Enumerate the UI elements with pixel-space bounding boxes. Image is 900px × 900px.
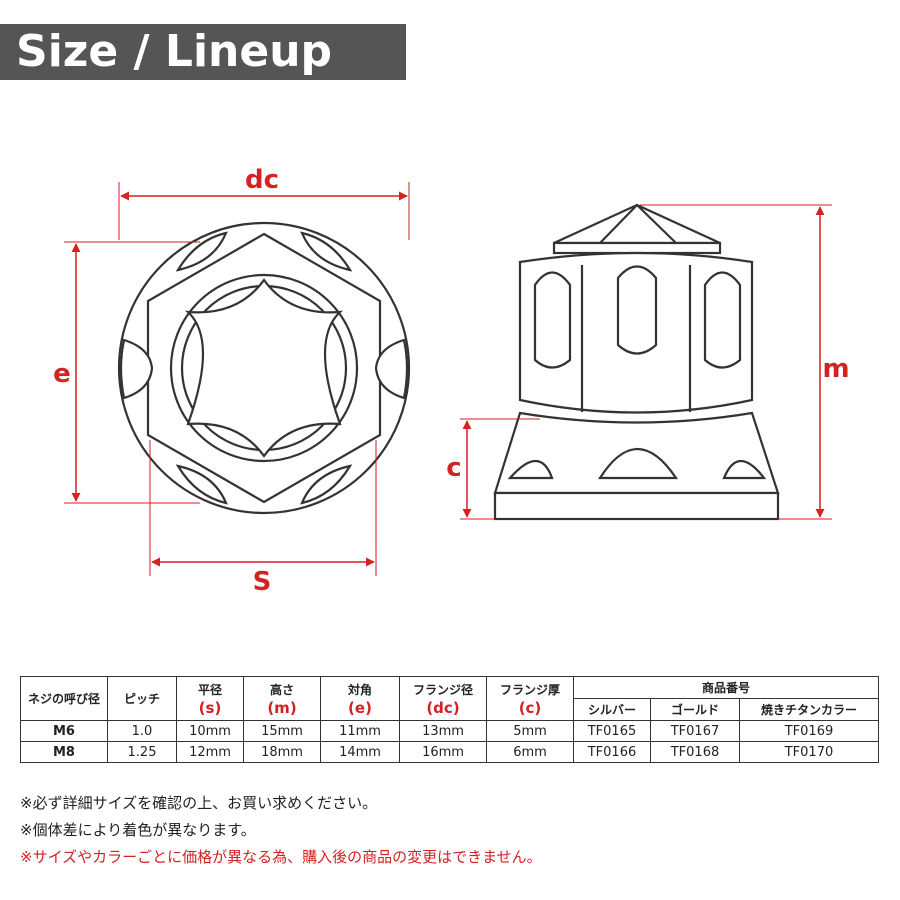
section-banner: Size / Lineup (0, 24, 406, 80)
spec-table: ネジの呼び径 ピッチ 平径(s) 高さ(m) 対角(e) フランジ径(dc) フ… (20, 676, 879, 763)
header-pitch: ピッチ (107, 676, 177, 721)
label-s: S (253, 567, 272, 597)
header-height: 高さ(m) (243, 676, 321, 721)
notes: ※必ず詳細サイズを確認の上、お買い求めください。 ※個体差により着色が異なります… (20, 790, 542, 871)
note-line: ※必ず詳細サイズを確認の上、お買い求めください。 (20, 794, 378, 812)
header-diagonal: 対角(e) (320, 676, 400, 721)
section-title: Size / Lineup (16, 26, 333, 77)
header-burnt: 焼きチタンカラー (739, 698, 879, 721)
dimension-diagram: dc e S (53, 165, 850, 597)
label-m: m (822, 354, 849, 384)
label-e: e (53, 359, 71, 389)
header-silver: シルバー (573, 698, 651, 721)
header-flange-dia: フランジ径(dc) (399, 676, 487, 721)
dim-dc: dc (118, 165, 410, 240)
nut-top-view (117, 221, 411, 515)
dim-m: m (640, 204, 850, 520)
table-row: M6 1.0 10mm 15mm 11mm 13mm 5mm TF0165 TF… (20, 720, 879, 742)
header-width: 平径(s) (176, 676, 244, 721)
dim-c: c (446, 418, 540, 520)
header-flange-thk: フランジ厚(c) (486, 676, 574, 721)
header-gold: ゴールド (650, 698, 740, 721)
note-line-warning: ※サイズやカラーごとに価格が異なる為、購入後の商品の変更はできません。 (20, 848, 542, 866)
header-product-no: 商品番号 (573, 676, 879, 699)
dim-s: S (149, 440, 377, 597)
label-c: c (446, 453, 461, 483)
dim-e: e (53, 241, 200, 504)
label-dc: dc (245, 165, 279, 195)
header-nominal: ネジの呼び径 (20, 676, 108, 721)
nut-side-view (493, 203, 780, 521)
note-line: ※個体差により着色が異なります。 (20, 821, 256, 839)
table-row: M8 1.25 12mm 18mm 14mm 16mm 6mm TF0166 T… (20, 741, 879, 763)
